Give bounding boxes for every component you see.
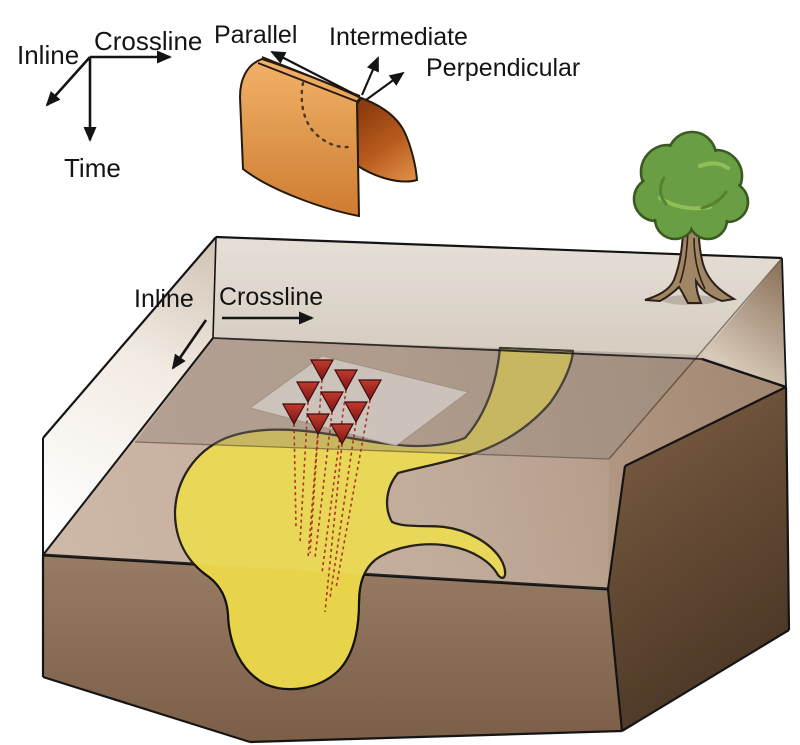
- axis-triad: Crossline Inline Time: [17, 26, 202, 183]
- fold-diagram: Parallel Intermediate Perpendicular: [214, 21, 580, 218]
- block-direction-labels: Inline Crossline: [134, 283, 323, 370]
- receiver-cone: [295, 381, 321, 404]
- seismic-ray: [309, 433, 319, 554]
- fold-parallel-arrow-icon: [270, 51, 353, 94]
- receiver-cone: [319, 391, 345, 414]
- triad-inline-arrow-icon: [45, 56, 91, 107]
- receiver-cone: [333, 369, 359, 392]
- seismic-ray: [293, 423, 297, 529]
- slab-tint-overlay: [135, 338, 700, 459]
- triad-crossline-label: Crossline: [94, 26, 202, 56]
- slab-top-face: [43, 237, 782, 459]
- crown-shade: [659, 176, 668, 206]
- receiver-cone: [329, 423, 355, 446]
- triad-inline-label: Inline: [17, 40, 79, 70]
- fold-intermediate-arrow-icon: [360, 56, 380, 96]
- receiver-cone: [357, 379, 383, 402]
- tree-trunk-detail: [693, 237, 706, 290]
- slab-right-face: [702, 258, 786, 387]
- slab-front-face: [43, 438, 609, 589]
- tree-crown-accents: [658, 161, 730, 211]
- crown-lobe: [662, 158, 722, 218]
- crown-highlight: [698, 161, 730, 170]
- seismic-ray: [335, 399, 371, 589]
- seismic-rays: [293, 379, 371, 613]
- fold-perpendicular-label: Perpendicular: [426, 54, 580, 82]
- slab-back-face: [213, 237, 786, 387]
- block-crossline-label: Crossline: [219, 283, 323, 311]
- seismic-block: Inline Crossline: [41, 235, 791, 744]
- tree-trunk: [644, 211, 737, 304]
- block-right-face: [608, 387, 789, 731]
- triad-time-label: Time: [64, 153, 121, 183]
- receiver-cone: [343, 401, 369, 424]
- seismic-ray: [299, 401, 309, 544]
- fold-left-panel: [238, 57, 364, 218]
- receiver-cone: [309, 359, 335, 382]
- fold-perpendicular-arrow-icon: [365, 71, 405, 101]
- receiver-cone: [305, 413, 331, 436]
- fold-intermediate-label: Intermediate: [329, 23, 468, 51]
- slab-left-face: [43, 237, 216, 555]
- fold-dotted-fracture-line: [300, 81, 351, 149]
- tree-crown-fill: [636, 134, 746, 237]
- fold-ridge-line: [257, 62, 359, 103]
- crown-shade: [700, 190, 728, 210]
- tree: [632, 130, 750, 305]
- fold-right-panel: [355, 96, 419, 183]
- block-inline-arrow-icon: [171, 319, 208, 370]
- receiver-array: [281, 359, 383, 446]
- seismic-ray: [329, 421, 357, 599]
- fold-parallel-label: Parallel: [214, 21, 297, 49]
- seismic-ray: [307, 379, 323, 559]
- receiver-cone: [281, 403, 307, 426]
- block-edges: [41, 235, 791, 744]
- block-inline-label: Inline: [134, 285, 194, 313]
